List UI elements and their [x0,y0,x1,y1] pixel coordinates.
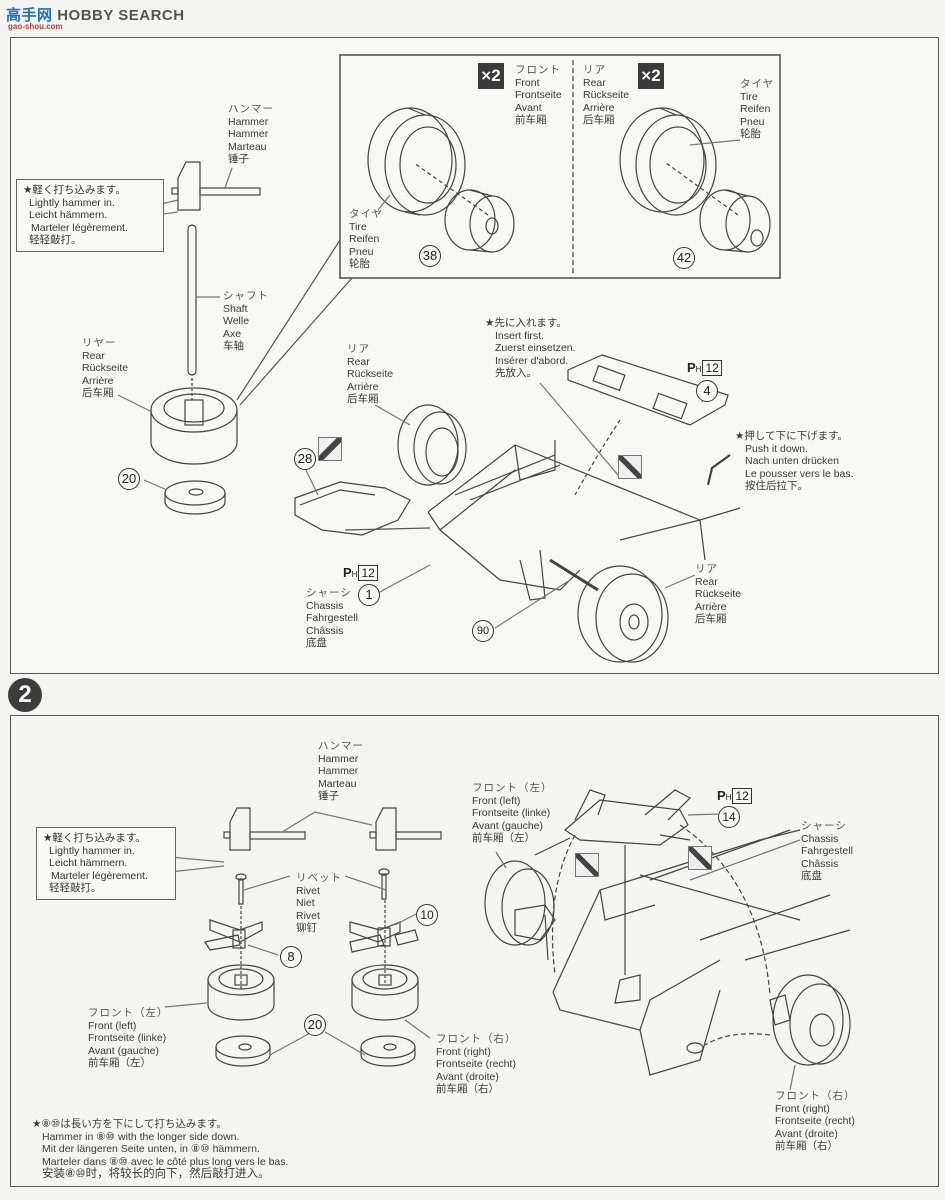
rear-left-tire-drawing [397,404,467,486]
chassis-label-step1: シャーシ Chassis Fahrgestell Châssis 底盘 [306,587,358,650]
tire-leader-front [377,194,391,211]
upright-10-drawing [349,921,419,953]
rear-right-label: リア Rear Rückseite Arrière 后车厢 [695,563,742,626]
watermark-cn-text: 高手网 [6,7,53,24]
front-right-assembled-wheel [769,974,851,1066]
engine-28-drawing [294,481,431,536]
front-left-assembled-wheel [484,860,556,961]
part-number-42: 42 [673,247,695,269]
cut-tool-icon-right [688,846,712,870]
part-number-1: 1 [358,584,380,606]
hammer-drawing-step1 [171,161,261,211]
front-right-label-step2: フロント（右） Front (right) Frontseite (recht)… [436,1033,517,1096]
part-number-20-step1: 20 [118,468,140,490]
front-quantity-badge: ×2 [478,63,504,89]
front-wheel-38-drawing [444,189,515,253]
push-down-note: ★押して下に下げます。 Push it down. Nach unten drü… [735,430,854,493]
rivet-label: リベット Rivet Niet Rivet 铆钉 [296,872,342,935]
front-left-wheel-drawing [207,964,275,1021]
cut-tool-icon-step1 [618,455,642,479]
inset-leader-2 [239,277,353,406]
cut-tool-icon-left [575,853,599,877]
longer-side-note: ★⑧⑩は長い方を下にして打ち込みます。 Hammer in ⑧⑩ with th… [32,1118,289,1181]
front-tire-drawing [367,107,466,216]
hammer-drawing-left [223,807,306,851]
cement-glue-icon [318,437,342,461]
shaft-drawing [187,224,197,376]
rear-wheel-drawing-step1 [150,387,238,465]
rear-tire-drawing [619,107,717,216]
rear-wing-4-drawing [567,354,729,426]
part-number-10: 10 [416,904,438,926]
insert-first-note: ★先に入れます。 Insert first. Zuerst einsetzen.… [485,317,576,380]
lightly-hammer-callout-step1: ★軽く打ち込みます。 Lightly hammer in. Leicht häm… [16,179,164,252]
front-label: フロント Front Frontseite Avant 前车厢 [515,64,562,127]
watermark-brand-text: HOBBY SEARCH [57,7,185,24]
front-right-wheel-drawing [351,964,419,1021]
assembly-front-right-label: フロント（右） Front (right) Frontseite (recht)… [775,1090,856,1153]
front-tire-label: タイヤ Tire Reifen Pneu 轮胎 [349,208,384,271]
rear-insert-arrow [665,162,739,216]
upright-8-drawing [204,919,263,951]
shaft-label: シャフト Shaft Welle Axe 车轴 [223,290,269,353]
part-number-14: 14 [718,806,740,828]
assembly-front-left-label: フロント（左） Front (left) Frontseite (linke) … [472,782,553,845]
front-suspension-14-drawing [534,789,691,856]
rear-tire-label: タイヤ Tire Reifen Pneu 轮胎 [740,78,775,141]
rear-wheel-42-drawing [699,189,771,253]
rear-quantity-badge: ×2 [638,63,664,89]
chassis-step1-drawing [427,440,741,601]
step2-panel [10,715,939,1187]
watermark-url-text: gao-shou.com [8,22,63,31]
wheel-cap-20-drawing [164,480,226,515]
part-number-90: 90 [472,620,494,642]
step-2-badge: 2 [8,678,42,712]
rivet-drawing-left [235,873,247,905]
part-number-4: 4 [696,380,718,402]
tire-leader-rear [689,139,741,146]
front-insert-arrow [413,162,489,216]
part-number-8: 8 [280,946,302,968]
front-left-label-step2: フロント（左） Front (left) Frontseite (linke) … [88,1007,169,1070]
rear-wheel-label-step1: リヤー Rear Rückseite Arrière 后车厢 [82,337,129,400]
watermark-logo: 高手网 HOBBY SEARCH gao-shou.com [6,4,185,31]
wheel-cap-left-drawing [215,1035,271,1067]
part-number-28: 28 [294,448,316,470]
hammer-label-step2: ハンマー Hammer Hammer Marteau 锤子 [318,740,364,803]
wheel-cap-right-drawing [360,1035,416,1067]
rear-label: リア Rear Rückseite Arrière 后车厢 [583,64,630,127]
hammer-label-step1: ハンマー Hammer Hammer Marteau 锤子 [228,103,274,166]
part-number-20-step2: 20 [304,1014,326,1036]
inset-leader-1 [236,239,341,401]
rivet-drawing-right [378,868,390,900]
chassis-step2-drawing [552,829,851,1076]
chassis-label-step2: シャーシ Chassis Fahrgestell Châssis 底盘 [801,820,853,883]
rear-left-label: リア Rear Rückseite Arrière 后车厢 [347,343,394,406]
rear-right-wheel-drawing [577,565,669,663]
part-number-38: 38 [419,245,441,267]
hammer-drawing-right [369,807,442,851]
lightly-hammer-callout-step2: ★軽く打ち込みます。 Lightly hammer in. Leicht häm… [36,827,176,900]
